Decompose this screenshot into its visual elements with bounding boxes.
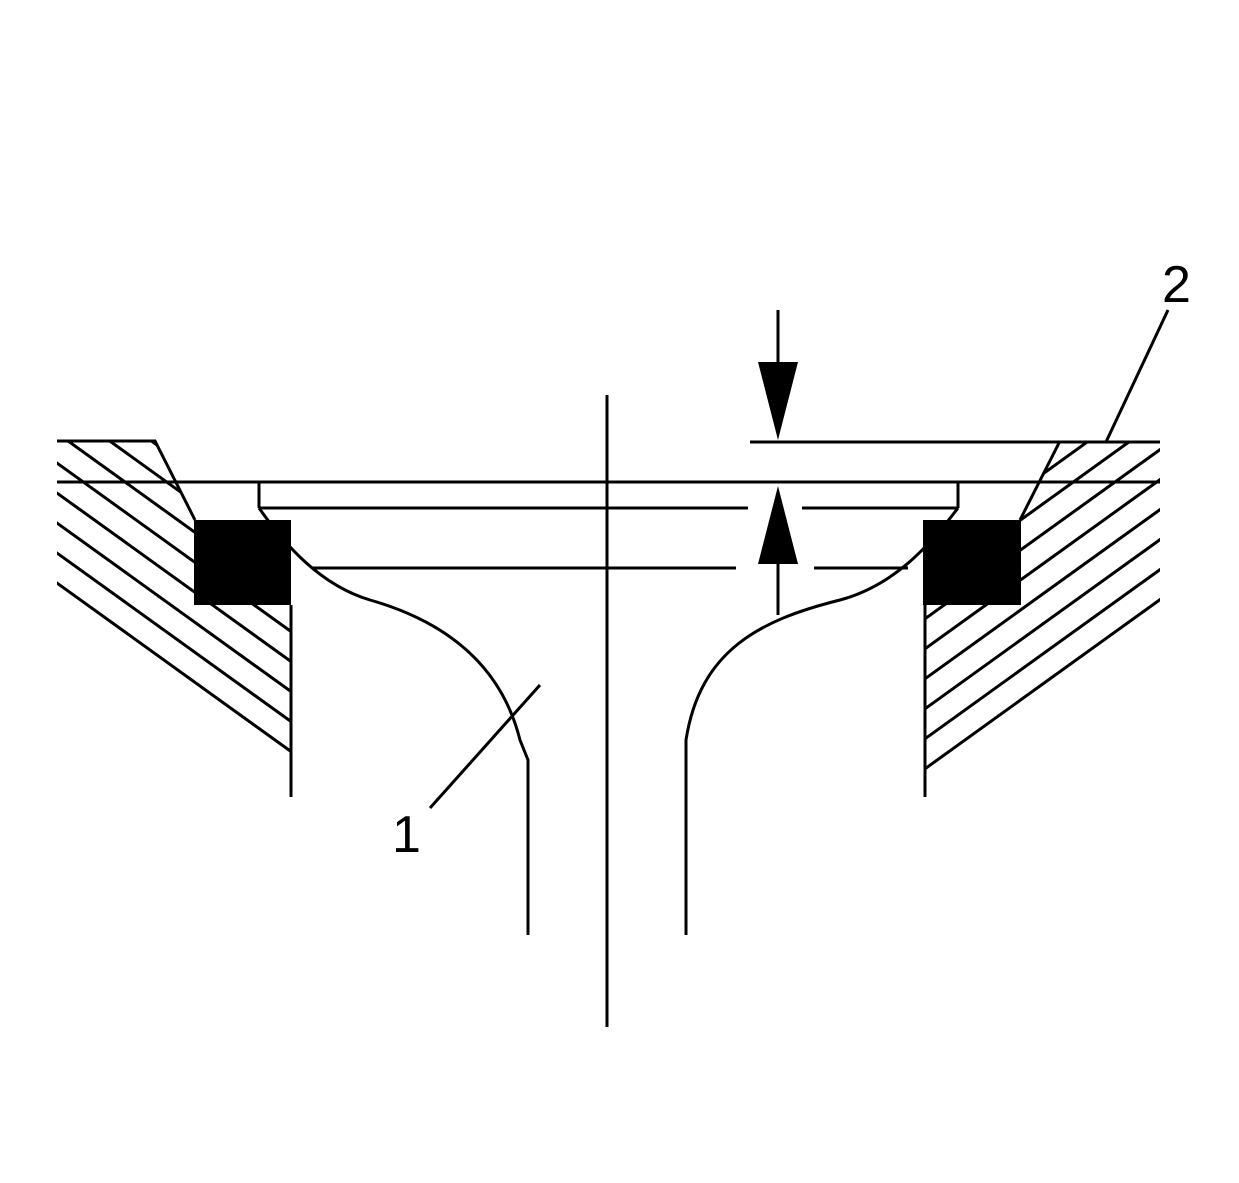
callout-1-leader — [428, 684, 542, 809]
dimension-arrow-down-icon — [758, 362, 798, 440]
valve-head-fillet-right — [684, 507, 960, 935]
dimension-arrow-up-icon — [758, 486, 798, 564]
cylinder-head-right-section — [923, 440, 1160, 797]
cylinder-head-left-section — [57, 439, 293, 797]
right-head-hatching — [925, 441, 1160, 775]
valve-seat-insert-right — [923, 520, 1021, 605]
left-head-hatching — [57, 441, 291, 775]
recession-dimension — [758, 310, 798, 615]
callout-1: 1 — [392, 684, 542, 864]
valve-seat-insert-left — [194, 520, 291, 605]
callout-2-label: 2 — [1162, 256, 1191, 314]
callout-2-leader — [1104, 309, 1170, 443]
valve-head-fillet-left — [257, 507, 530, 935]
callout-2: 2 — [1104, 256, 1191, 443]
left-head-outline — [57, 439, 197, 521]
valve — [257, 482, 960, 935]
callout-1-label: 1 — [392, 806, 421, 864]
